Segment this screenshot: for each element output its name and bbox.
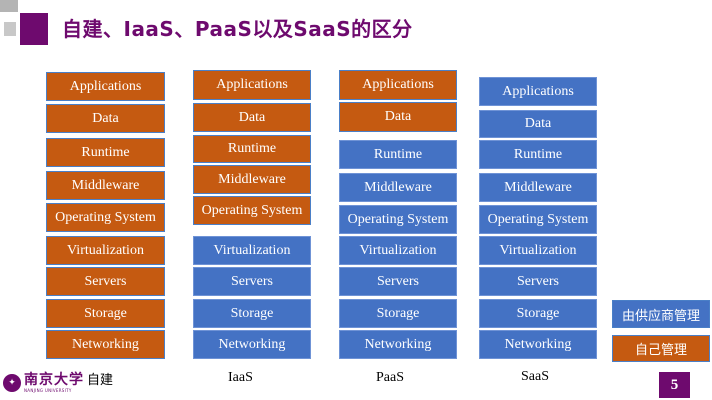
layer-box-data: Data xyxy=(339,102,457,132)
layer-box-data: Data xyxy=(46,104,165,133)
layer-box-networking: Networking xyxy=(46,330,165,359)
column-label-saas: SaaS xyxy=(521,369,549,384)
layer-box-runtime: Runtime xyxy=(479,140,597,169)
layer-box-storage: Storage xyxy=(339,299,457,328)
column-label-iaas: IaaS xyxy=(228,370,253,385)
layer-box-runtime: Runtime xyxy=(193,135,311,163)
university-logo: ✦ 南京大学 NANJING UNIVERSITY xyxy=(3,373,84,393)
layer-box-operating-system: Operating System xyxy=(46,203,165,232)
legend-self-managed: 自己管理 xyxy=(612,335,710,362)
layer-box-middleware: Middleware xyxy=(339,173,457,202)
layer-box-runtime: Runtime xyxy=(339,140,457,169)
layer-box-operating-system: Operating System xyxy=(479,205,597,234)
layer-box-middleware: Middleware xyxy=(46,171,165,200)
layer-box-networking: Networking xyxy=(339,330,457,359)
layer-box-middleware: Middleware xyxy=(479,173,597,202)
slide-title: 自建、IaaS、PaaS以及SaaS的区分 xyxy=(62,17,413,41)
layer-box-servers: Servers xyxy=(193,267,311,296)
decor-square-gray-small xyxy=(4,22,16,36)
layer-box-virtualization: Virtualization xyxy=(193,236,311,265)
layer-box-runtime: Runtime xyxy=(46,138,165,167)
layer-box-data: Data xyxy=(479,110,597,138)
logo-name-en: NANJING UNIVERSITY xyxy=(24,388,72,393)
layer-box-applications: Applications xyxy=(339,70,457,100)
logo-name-cn: 南京大学 xyxy=(24,372,84,388)
decor-square-purple xyxy=(20,13,48,45)
layer-box-servers: Servers xyxy=(479,267,597,296)
legend-vendor-managed: 由供应商管理 xyxy=(612,300,710,328)
layer-box-applications: Applications xyxy=(46,72,165,101)
column-label-paas: PaaS xyxy=(376,370,404,385)
layer-box-middleware: Middleware xyxy=(193,165,311,194)
layer-box-virtualization: Virtualization xyxy=(339,236,457,265)
layer-box-virtualization: Virtualization xyxy=(46,236,165,265)
university-emblem-icon: ✦ xyxy=(3,374,21,392)
layer-box-applications: Applications xyxy=(193,70,311,100)
layer-box-virtualization: Virtualization xyxy=(479,236,597,265)
layer-box-applications: Applications xyxy=(479,77,597,106)
layer-box-servers: Servers xyxy=(339,267,457,296)
layer-box-operating-system: Operating System xyxy=(193,196,311,225)
layer-box-networking: Networking xyxy=(193,330,311,359)
layer-box-storage: Storage xyxy=(479,299,597,328)
layer-box-servers: Servers xyxy=(46,267,165,296)
layer-box-data: Data xyxy=(193,103,311,132)
layer-box-storage: Storage xyxy=(193,299,311,328)
column-label-self-built: 自建 xyxy=(87,373,114,388)
page-number: 5 xyxy=(659,372,690,398)
layer-box-operating-system: Operating System xyxy=(339,205,457,234)
decor-square-gray xyxy=(0,0,18,12)
layer-box-storage: Storage xyxy=(46,299,165,328)
layer-box-networking: Networking xyxy=(479,330,597,359)
